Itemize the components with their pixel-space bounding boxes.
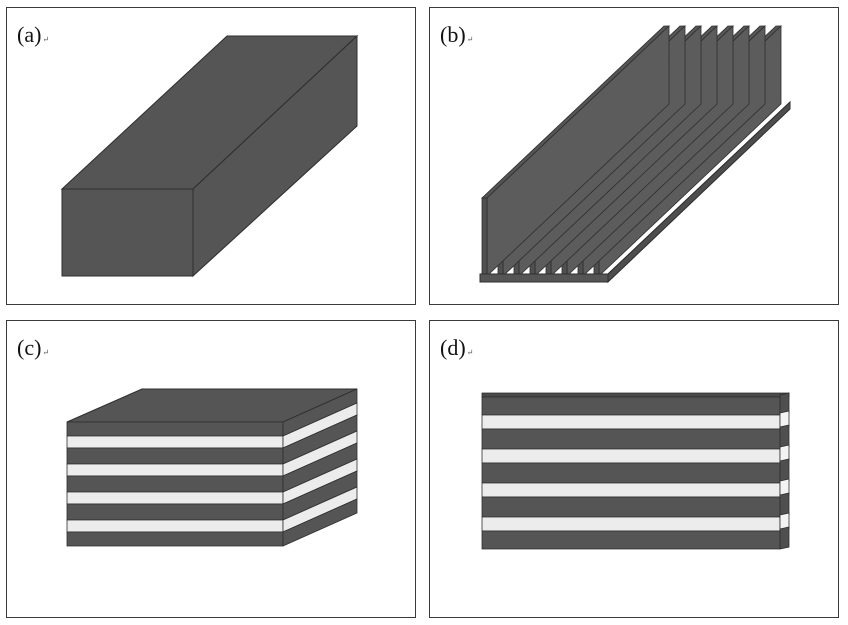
base-plate-side — [607, 100, 791, 284]
dark-layer-side — [282, 498, 358, 547]
return-mark-icon — [467, 348, 474, 357]
dark-layer-front — [481, 396, 781, 416]
panel-a: (a) — [6, 7, 416, 305]
panel-c: (c) — [6, 320, 416, 618]
panel-label-a: (a) — [17, 24, 49, 51]
dark-layer-front — [481, 496, 781, 518]
layer-group — [66, 388, 358, 547]
panel-label-b: (b) — [440, 24, 473, 51]
light-layer-front — [66, 435, 284, 449]
light-layer-front — [66, 519, 284, 533]
fin-group — [480, 25, 783, 277]
dark-layer-front — [66, 531, 284, 547]
block-front-face — [61, 188, 194, 277]
layered-block-front-figure — [481, 392, 790, 550]
light-layer-front — [481, 516, 781, 532]
layered-block-3d-figure — [66, 388, 358, 547]
dark-layer-front — [66, 503, 284, 521]
solid-block-figure — [60, 34, 359, 278]
dark-layer-front — [481, 428, 781, 450]
light-layer-front — [66, 463, 284, 477]
return-mark-icon — [42, 35, 49, 44]
panel-d: (d) — [429, 320, 839, 618]
panel-b: (b) — [429, 7, 839, 305]
dark-layer-front — [481, 462, 781, 484]
dark-layer-front — [66, 421, 284, 437]
light-layer-front — [481, 482, 781, 498]
base-plate-front — [479, 273, 609, 283]
layered-top-edge — [481, 392, 790, 398]
light-layer-front — [66, 491, 284, 505]
layer-group — [481, 392, 790, 550]
panel-label-d: (d) — [440, 337, 473, 364]
panel-label-c: (c) — [17, 337, 49, 364]
dark-layer-front — [66, 447, 284, 465]
dark-layer-front — [66, 475, 284, 493]
return-mark-icon — [467, 35, 474, 44]
return-mark-icon — [42, 348, 49, 357]
finned-block-figure — [479, 25, 791, 284]
dark-layer-front — [481, 530, 781, 550]
light-layer-front — [481, 448, 781, 464]
dark-layer-side — [779, 526, 790, 550]
light-layer-front — [481, 414, 781, 430]
fin-front-face — [481, 197, 488, 277]
